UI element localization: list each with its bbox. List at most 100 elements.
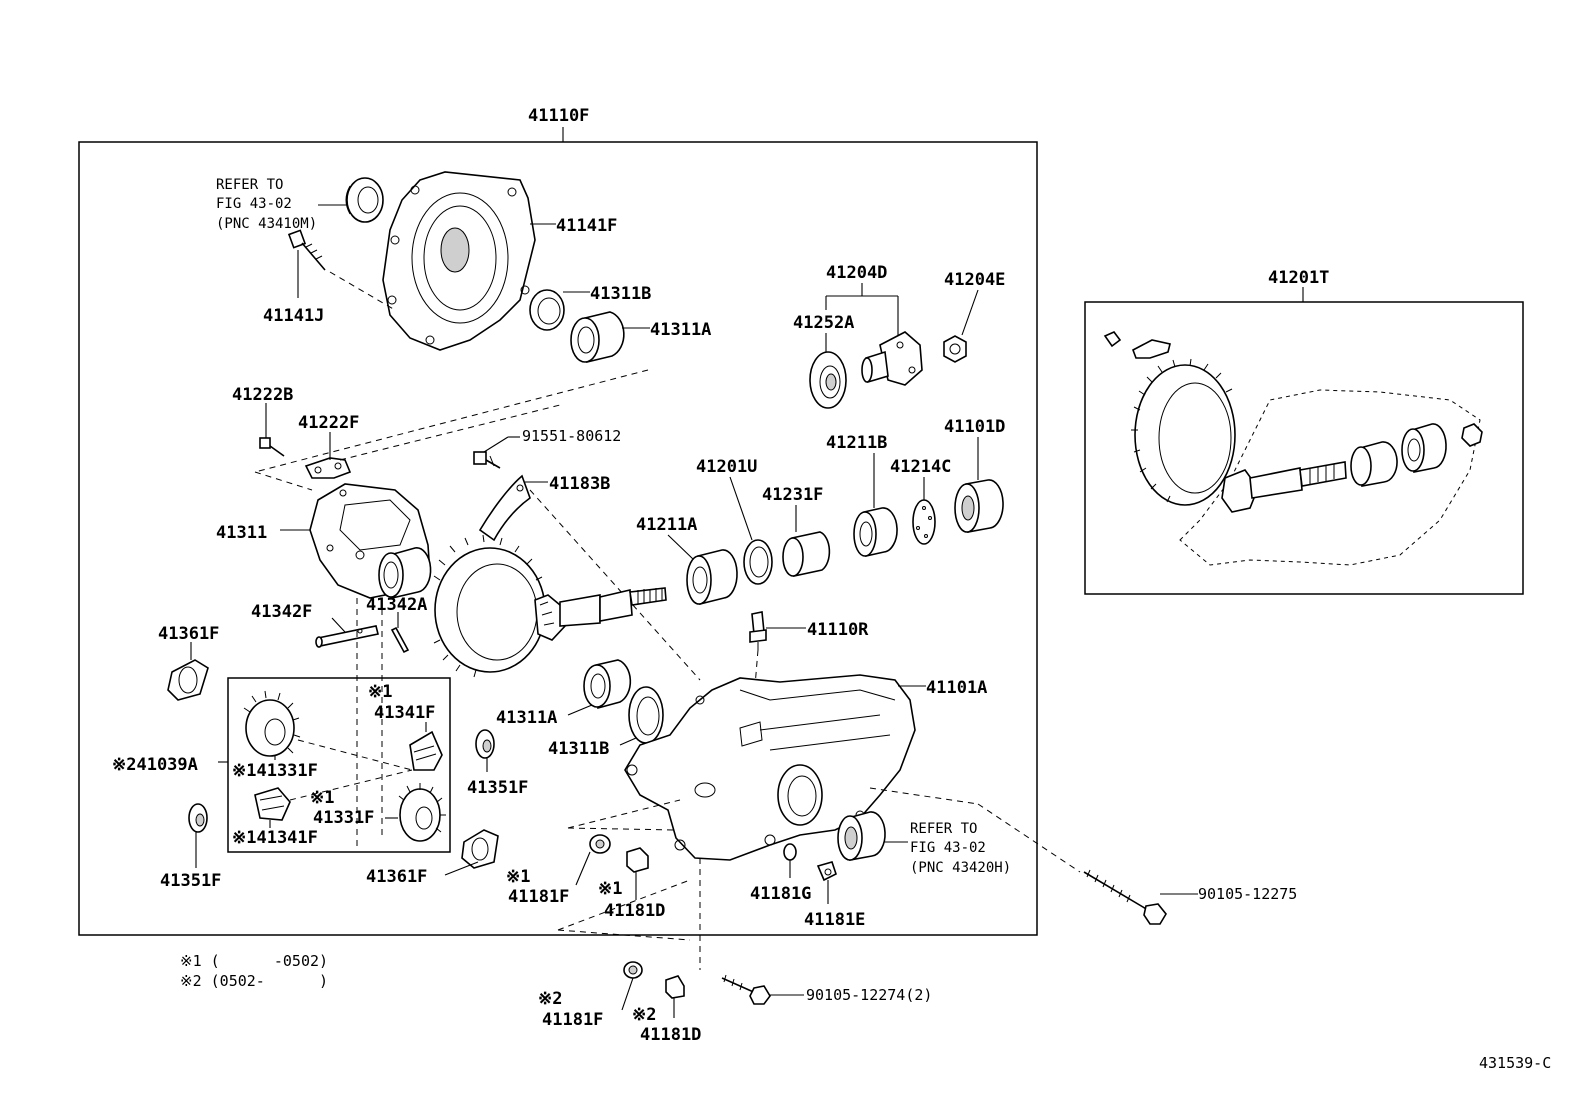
part-label-41110R[interactable]: 41110R <box>807 620 869 640</box>
side-gear-41331F-b <box>398 783 446 842</box>
thrust-washer-41351F-low <box>188 803 208 833</box>
part-label-41214C[interactable]: 41214C <box>890 457 951 477</box>
part-label-41039A[interactable]: ※241039A <box>112 755 198 775</box>
thrust-washer-41361F-top <box>167 659 209 701</box>
footnote-1: ※1 ( -0502) <box>180 952 328 970</box>
oil-slinger-41214C <box>912 499 936 545</box>
refer-note-top-line1: REFER TO <box>216 177 283 193</box>
differential-case-41311 <box>309 483 432 599</box>
part-label-41361F-low[interactable]: 41361F <box>366 867 427 887</box>
companion-flange-41204D <box>861 331 923 386</box>
nut-41204E <box>943 335 967 363</box>
refer-note-low-line2: FIG 43-02 <box>910 840 986 856</box>
plug-41181E <box>816 861 837 882</box>
part-label-41311[interactable]: 41311 <box>216 523 267 543</box>
part-label-41361F-top[interactable]: 41361F <box>158 624 219 644</box>
oil-deflector-41183B <box>478 474 531 542</box>
part-label-41204E[interactable]: 41204E <box>944 270 1005 290</box>
pinion-shaft-41342F <box>315 625 379 648</box>
differential-carrier-cover-41141F <box>382 171 536 351</box>
part-label-41351F-low[interactable]: 41351F <box>160 871 221 891</box>
part-label-41351F-mid[interactable]: 41351F <box>467 778 528 798</box>
bearing-41211B <box>853 507 898 557</box>
part-label-41311A-top[interactable]: 41311A <box>650 320 711 340</box>
figure-id: 431539-C <box>1479 1054 1551 1072</box>
part-label-41252A[interactable]: 41252A <box>793 313 854 333</box>
bolt-90105-12275 <box>1083 869 1167 925</box>
breather-plug-41110R <box>749 611 767 650</box>
thrust-washer-41351F-mid <box>475 729 495 759</box>
part-label-41181F-a[interactable]: 41181F <box>508 887 569 907</box>
bolt-41141J <box>287 229 326 271</box>
part-label-41201T[interactable]: 41201T <box>1268 268 1329 288</box>
refer-note-low-line3: (PNC 43420H) <box>910 860 1011 876</box>
mark-2-a: ※2 <box>538 989 562 1009</box>
shim-41311B-mid <box>628 686 664 744</box>
refer-note-top-line3: (PNC 43410M) <box>216 216 317 232</box>
part-label-41311B-mid[interactable]: 41311B <box>548 739 609 759</box>
part-label-41342F[interactable]: 41342F <box>251 602 312 622</box>
differential-gear-kit-box-41039A <box>227 677 451 853</box>
footnote-2: ※2 (0502- ) <box>180 972 328 990</box>
part-label-41183B[interactable]: 41183B <box>549 474 610 494</box>
part-label-41331F-b[interactable]: 41331F <box>313 808 374 828</box>
part-label-41341F-a[interactable]: 41341F <box>374 703 435 723</box>
oil-seal-top <box>345 177 384 223</box>
mark-1-b: ※1 <box>310 788 334 808</box>
part-label-41181G[interactable]: 41181G <box>750 884 811 904</box>
gasket-41181F-b <box>623 961 643 979</box>
part-label-41181F-b[interactable]: 41181F <box>542 1010 603 1030</box>
main-assembly-box: 41110F <box>78 106 1038 936</box>
part-label-90105-12274[interactable]: 90105-12274(2) <box>806 986 932 1004</box>
mark-1-d: ※1 <box>598 879 622 899</box>
part-label-41222B[interactable]: 41222B <box>232 385 293 405</box>
part-label-41181D-a[interactable]: 41181D <box>604 901 665 921</box>
bolt-41222B <box>259 437 285 457</box>
part-label-41201U[interactable]: 41201U <box>696 457 757 477</box>
part-label-41211A[interactable]: 41211A <box>636 515 697 535</box>
part-label-91551-80612[interactable]: 91551-80612 <box>522 427 621 445</box>
mark-2-b: ※2 <box>632 1005 656 1025</box>
oil-slinger-41252A <box>809 351 847 409</box>
part-label-41204D[interactable]: 41204D <box>826 263 887 283</box>
part-label-41222F[interactable]: 41222F <box>298 413 359 433</box>
part-label-41211B[interactable]: 41211B <box>826 433 887 453</box>
refer-note-top-line2: FIG 43-02 <box>216 196 292 212</box>
drain-plug-41181D-a <box>626 847 649 873</box>
pin-41342A <box>390 626 410 654</box>
part-label-41311A-mid[interactable]: 41311A <box>496 708 557 728</box>
gasket-41181F-a <box>589 834 611 854</box>
ring-gear-and-drive-pinion <box>433 534 667 678</box>
part-label-41110F[interactable]: 41110F <box>528 106 589 126</box>
oil-seal-lower-right <box>837 811 886 861</box>
lock-plate-41222F <box>304 457 352 479</box>
mark-1-a: ※1 <box>368 682 392 702</box>
part-label-41342A[interactable]: 41342A <box>366 595 427 615</box>
pinion-gear-41341F-b <box>254 787 291 821</box>
spacer-41201U <box>743 539 773 585</box>
refer-note-low-line1: REFER TO <box>910 821 977 837</box>
part-label-90105-12275[interactable]: 90105-12275 <box>1198 885 1297 903</box>
bolt-91551-80612 <box>473 451 501 469</box>
part-label-41141F[interactable]: 41141F <box>556 216 617 236</box>
mark-1-c: ※1 <box>506 867 530 887</box>
part-label-41101D[interactable]: 41101D <box>944 417 1005 437</box>
part-label-41101A[interactable]: 41101A <box>926 678 987 698</box>
oil-seal-41101D <box>954 479 1004 533</box>
gasket-41181G <box>783 843 797 861</box>
part-label-41331F-a[interactable]: ※141331F <box>232 761 318 781</box>
drain-plug-41181D-b <box>665 975 685 999</box>
part-label-41311B-top[interactable]: 41311B <box>590 284 651 304</box>
part-label-41181D-b[interactable]: 41181D <box>640 1025 701 1045</box>
part-label-41141J[interactable]: 41141J <box>263 306 324 326</box>
differential-carrier-41101A <box>624 674 916 861</box>
part-label-41181E[interactable]: 41181E <box>804 910 865 930</box>
part-label-41231F[interactable]: 41231F <box>762 485 823 505</box>
part-label-41341F-b[interactable]: ※141341F <box>232 828 318 848</box>
bearing-41211A <box>686 549 738 606</box>
pinion-gear-41341F-a <box>409 730 443 771</box>
washer-41231F <box>782 531 831 577</box>
shim-41311B-top <box>529 289 565 331</box>
bearing-41311A-top <box>570 311 625 364</box>
